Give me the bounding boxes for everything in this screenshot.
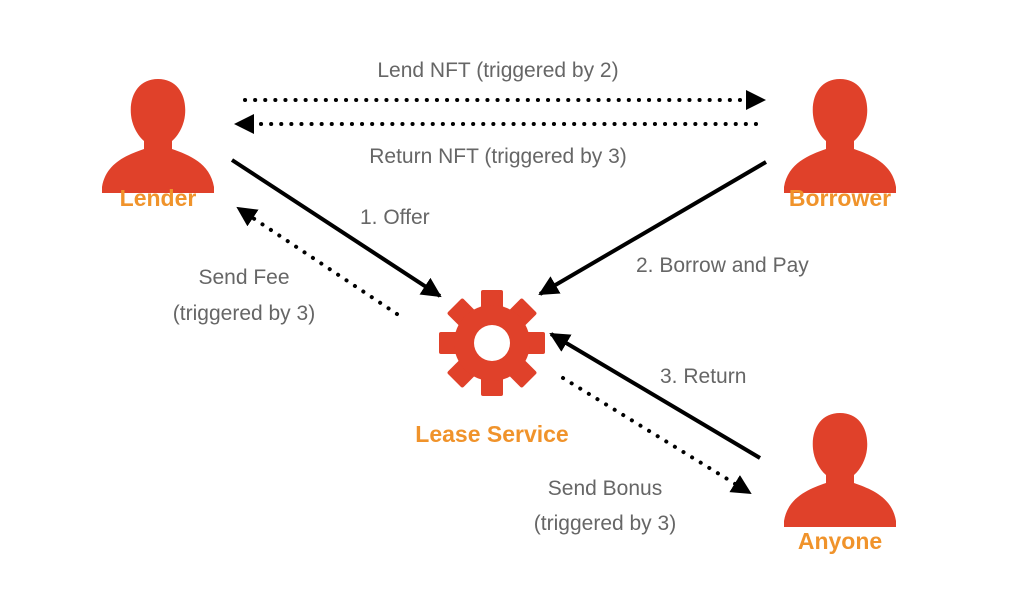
send-bonus-label-line2: (triggered by 3): [534, 512, 676, 535]
lease-service-label: Lease Service: [415, 421, 568, 447]
lend-nft-label: Lend NFT (triggered by 2): [377, 59, 618, 82]
anyone-node: Anyone: [784, 413, 896, 554]
borrow-pay-label: 2. Borrow and Pay: [636, 254, 809, 277]
lender-label: Lender: [120, 185, 197, 211]
anyone-label: Anyone: [798, 528, 882, 554]
return-arrow: [549, 332, 762, 460]
send-bonus-arrow: [561, 376, 752, 495]
borrower-label: Borrower: [789, 185, 891, 211]
lease-service-node: Lease Service: [415, 290, 569, 447]
lender-node: Lender: [102, 79, 214, 211]
offer-label: 1. Offer: [360, 206, 430, 229]
borrower-node: Borrower: [784, 79, 896, 211]
return-label: 3. Return: [660, 365, 746, 388]
borrow-pay-arrow: [538, 160, 768, 296]
send-fee-arrow: [236, 206, 399, 316]
send-bonus-label-line1: Send Bonus: [548, 477, 662, 500]
gear-icon: [439, 290, 545, 396]
send-fee-label-line2: (triggered by 3): [173, 302, 315, 325]
person-icon: [784, 413, 896, 527]
return-nft-label: Return NFT (triggered by 3): [369, 145, 627, 168]
offer-arrow: [230, 158, 442, 298]
person-icon: [784, 79, 896, 193]
send-fee-label-line1: Send Fee: [198, 266, 289, 289]
person-icon: [102, 79, 214, 193]
